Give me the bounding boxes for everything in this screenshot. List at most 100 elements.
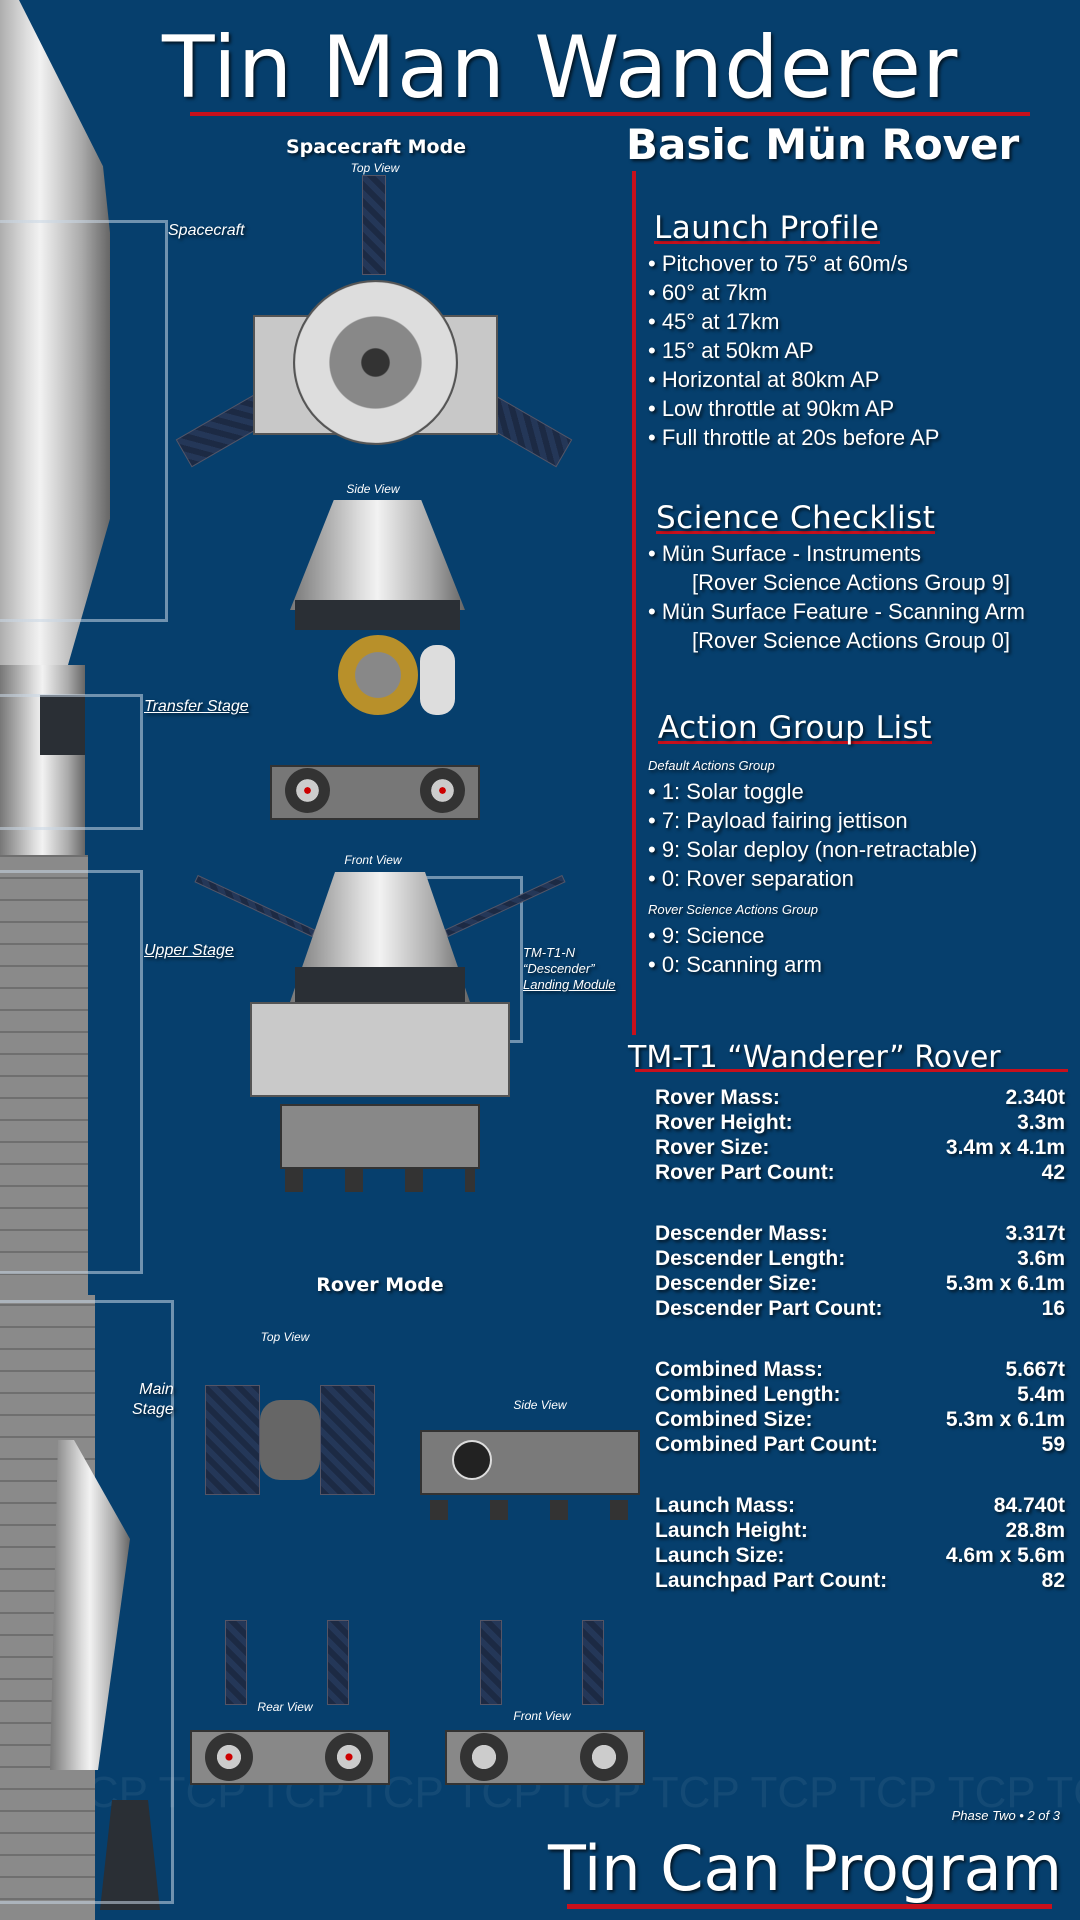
phase-label: Phase Two • 2 of 3 <box>951 1808 1060 1823</box>
rover-front-view <box>440 1620 650 1830</box>
spec-row: Launch Height: 28.8m <box>655 1518 1065 1543</box>
spec-value: 5.667t <box>1005 1358 1065 1381</box>
main-stage-bracket <box>0 1300 174 1904</box>
spec-value: 3.317t <box>1005 1222 1065 1245</box>
spec-label: Rover Size: <box>655 1136 770 1159</box>
action-group-title: Action Group List <box>658 710 932 746</box>
body-disc <box>293 280 458 445</box>
spec-label: Rover Mass: <box>655 1086 780 1109</box>
science-list: • Mün Surface - Instruments [Rover Scien… <box>648 539 1025 655</box>
front-view-caption: Front View <box>344 853 402 867</box>
list-item: • Low throttle at 90km AP <box>648 396 895 421</box>
top-view-caption: Top View <box>350 161 400 175</box>
solar-panel <box>582 1620 604 1705</box>
spec-value: 5.3m x 6.1m <box>945 1272 1065 1295</box>
spec-label: Descender Length: <box>655 1247 846 1270</box>
solar-panel <box>205 1385 260 1495</box>
spec-value: 3.4m x 4.1m <box>945 1136 1065 1159</box>
list-item: • Pitchover to 75° at 60m/s <box>648 251 908 276</box>
spec-row: Rover Size: 3.4m x 4.1m <box>655 1135 1065 1160</box>
wheel-left <box>460 1733 508 1781</box>
label-spacecraft: Spacecraft <box>168 222 245 239</box>
spec-row: Descender Size:5.3m x 6.1m <box>655 1271 1065 1296</box>
descender-body <box>250 1002 510 1097</box>
spec-row: Launchpad Part Count:82 <box>655 1568 1065 1593</box>
list-item: • 15° at 50km AP <box>648 338 814 363</box>
list-item: • Mün Surface Feature - Scanning Arm <box>648 599 1025 624</box>
rover-wheels <box>430 1500 630 1520</box>
spec-label: Launch Size: <box>655 1544 785 1567</box>
list-item: • Horizontal at 80km AP <box>648 367 880 392</box>
list-item: • 0: Rover separation <box>648 866 854 891</box>
wheel-left <box>285 768 330 813</box>
adapter <box>295 967 465 1007</box>
list-item: • 0: Scanning arm <box>648 952 823 977</box>
page-title: Tin Man Wanderer <box>162 18 959 118</box>
title-underline <box>190 112 1030 116</box>
spec-value: 5.3m x 6.1m <box>945 1408 1065 1431</box>
rover-chassis <box>280 1104 480 1169</box>
transfer-stage-window <box>40 695 85 755</box>
spec-row: Launch Size:4.6m x 5.6m <box>655 1543 1065 1568</box>
rover-wheels <box>285 1167 475 1192</box>
engine-nozzles <box>100 1800 160 1910</box>
spec-row: Descender Length: 3.6m <box>655 1246 1065 1271</box>
rover-top-view <box>180 1350 400 1525</box>
spec-label: Combined Length: <box>655 1383 841 1406</box>
list-item: • 45° at 17km <box>648 309 780 334</box>
solar-panel <box>225 1620 247 1705</box>
spec-value: 42 <box>1041 1161 1065 1184</box>
spec-label: Combined Size: <box>655 1408 813 1431</box>
rover-front-view-caption: Front View <box>513 1709 571 1723</box>
spec-label: Rover Part Count: <box>655 1161 835 1184</box>
science-title: Science Checklist <box>656 500 936 536</box>
launch-profile-title: Launch Profile <box>654 210 880 246</box>
spec-row: Rover Height:3.3m <box>655 1110 1065 1135</box>
spec-row: Descender Part Count:16 <box>655 1296 1065 1321</box>
list-item: • 9: Science <box>648 923 765 948</box>
rover-side-view-caption: Side View <box>513 1398 567 1412</box>
solar-panel <box>320 1385 375 1495</box>
program-name: Tin Can Program <box>548 1832 1063 1905</box>
side-view-caption: Side View <box>346 482 400 496</box>
spec-value: 82 <box>1041 1569 1065 1592</box>
action-group-heading: Action Group List <box>658 710 932 746</box>
label-main-line2: Stage <box>132 1401 174 1418</box>
list-item: • Mün Surface - Instruments <box>648 541 922 566</box>
label-descender: TM-T1-N“Descender”Landing Module <box>523 945 616 993</box>
action-group-list: Default Actions Group • 1: Solar toggle … <box>648 755 977 979</box>
spec-row: Descender Mass: 3.317t <box>655 1221 1065 1246</box>
solar-panel <box>444 874 566 938</box>
spec-label: Combined Mass: <box>655 1358 824 1381</box>
engine-ring <box>338 635 418 715</box>
transfer-stage-bracket <box>0 694 143 830</box>
rover-body <box>260 1400 320 1480</box>
spacecraft-side-view <box>270 500 490 850</box>
specs-table: Rover Mass:2.340t Rover Height:3.3m Rove… <box>655 1085 1065 1593</box>
program-underline <box>567 1904 1052 1909</box>
spec-label: Descender Part Count: <box>655 1297 883 1320</box>
spec-value: 28.8m <box>1005 1519 1065 1542</box>
science-checklist-heading: Science Checklist <box>656 500 936 536</box>
spec-value: 3.6m <box>1017 1247 1065 1270</box>
spec-row: Launch Mass:84.740t <box>655 1493 1065 1518</box>
spec-row: Combined Length:5.4m <box>655 1382 1065 1407</box>
spec-label: Launch Height: <box>655 1519 808 1542</box>
rover-emblem <box>452 1440 492 1480</box>
spec-row: Combined Part Count:59 <box>655 1432 1065 1457</box>
rover-actions-subtitle: Rover Science Actions Group <box>648 902 819 917</box>
fairing-cone <box>290 500 465 610</box>
spec-label: Rover Height: <box>655 1111 793 1134</box>
rover-top-view-caption: Top View <box>260 1330 310 1344</box>
wheel-left <box>205 1733 253 1781</box>
solar-panel <box>362 175 386 275</box>
spec-row: Rover Part Count: 42 <box>655 1160 1065 1185</box>
launch-profile-heading: Launch Profile <box>654 210 880 246</box>
list-item-note: [Rover Science Actions Group 0] <box>692 628 1010 653</box>
label-descender-line3: Landing Module <box>523 977 616 992</box>
rover-rear-view <box>185 1620 395 1830</box>
spec-label: Descender Mass: <box>655 1222 828 1245</box>
label-upper-stage: Upper Stage <box>144 942 234 959</box>
spec-label: Launch Mass: <box>655 1494 796 1517</box>
